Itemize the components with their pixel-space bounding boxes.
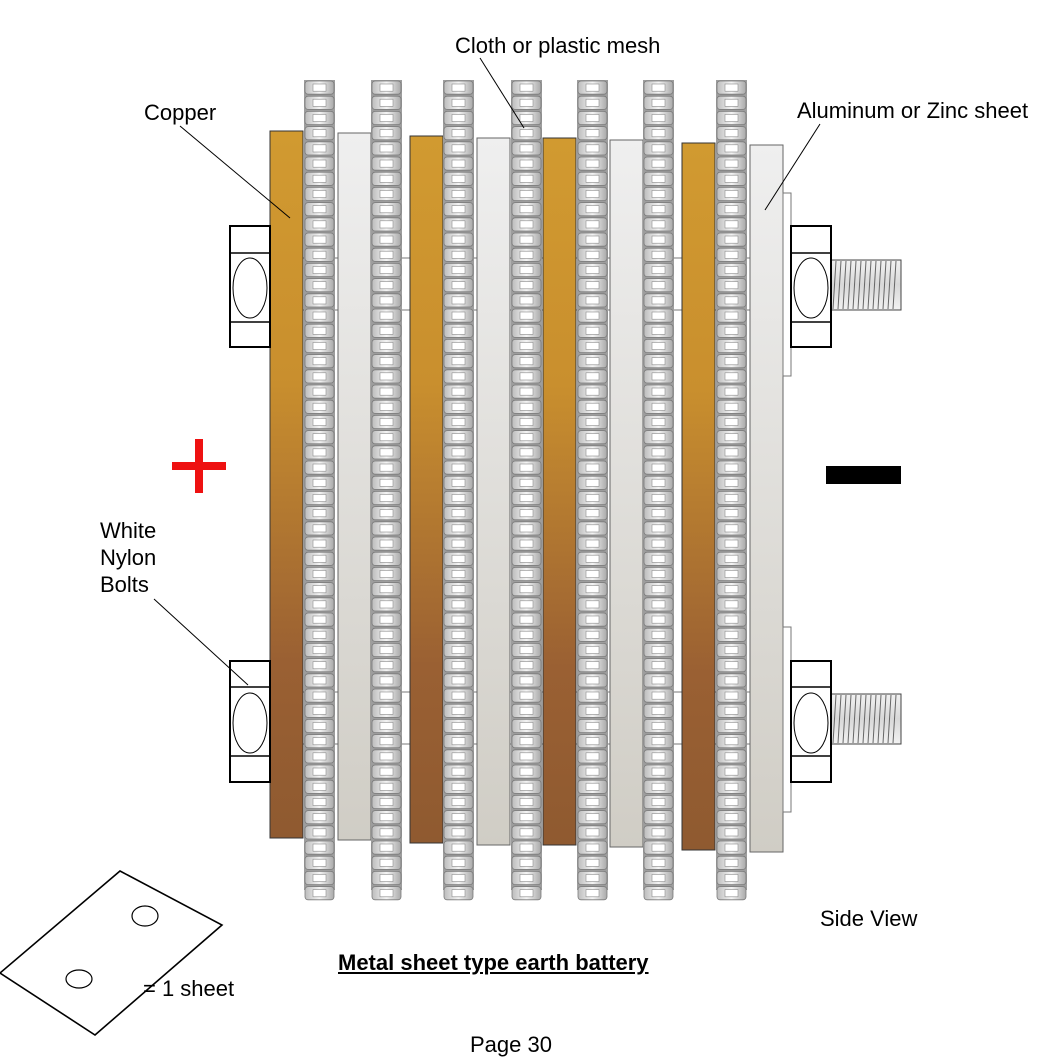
mesh-layers <box>304 80 747 901</box>
aluminum-plate <box>337 132 372 841</box>
negative-terminal-sign <box>826 466 901 484</box>
diagram-caption: Metal sheet type earth battery <box>338 950 649 975</box>
aluminum-label: Aluminum or Zinc sheet <box>797 98 1029 123</box>
mesh-column <box>511 80 542 901</box>
aluminum-plate <box>749 144 784 853</box>
left-top-nut <box>229 225 271 348</box>
mesh-column <box>304 80 335 901</box>
aluminum-plate <box>476 137 511 846</box>
copper-label: Copper <box>144 100 217 125</box>
aluminum-plate <box>609 139 644 848</box>
mesh-column <box>371 80 402 901</box>
copper-plate <box>681 142 716 851</box>
single-sheet-icon <box>0 870 224 1036</box>
mesh-label: Cloth or plastic mesh <box>455 33 661 58</box>
copper-plate <box>409 135 444 844</box>
left-bottom-nut <box>229 660 271 783</box>
bolts-label-line1: White <box>100 518 157 543</box>
copper-plate <box>269 130 304 839</box>
right-top-bolt <box>782 192 902 377</box>
bolts-label-line3: Bolts <box>100 572 149 597</box>
positive-terminal-sign <box>172 439 226 493</box>
mesh-column <box>716 80 747 901</box>
side-view-label: Side View <box>820 906 918 931</box>
leader-lines <box>153 57 821 686</box>
bolts-label-line2: Nylon <box>100 545 157 570</box>
copper-plate <box>542 137 577 846</box>
page-footer: Page 30 <box>470 1032 552 1057</box>
mesh-column <box>643 80 674 901</box>
one-sheet-label: = 1 sheet <box>143 976 235 1001</box>
plates <box>269 130 784 853</box>
mesh-column <box>577 80 608 901</box>
mesh-column <box>443 80 474 901</box>
right-bottom-bolt <box>782 626 902 813</box>
